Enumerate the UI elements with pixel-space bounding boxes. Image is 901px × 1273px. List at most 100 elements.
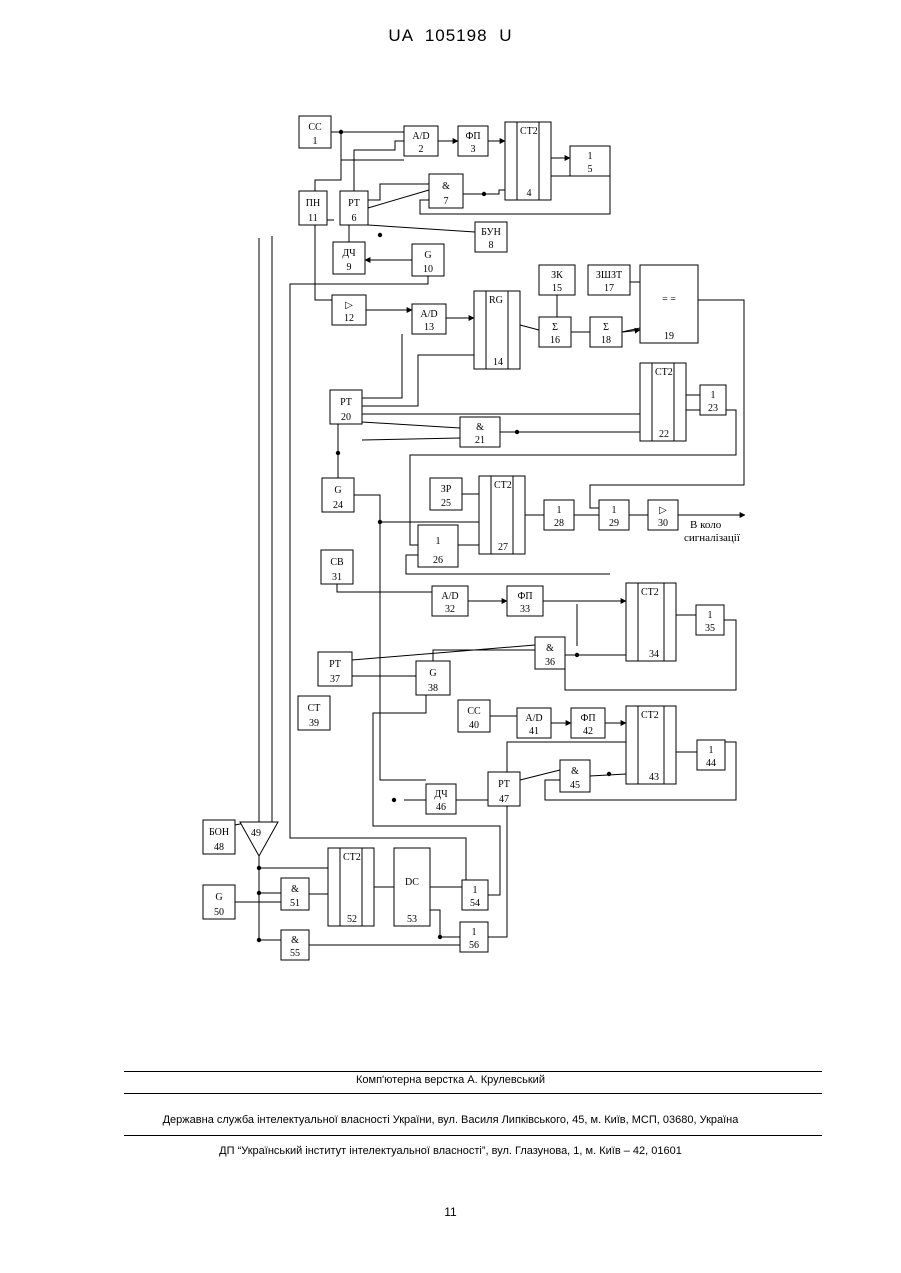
block-label-number: 24 — [333, 500, 343, 511]
block-label-number: 55 — [290, 948, 300, 959]
output-label-line1: В коло — [690, 519, 722, 531]
block-label-number: 5 — [588, 164, 593, 175]
footer-divider-middle — [124, 1093, 822, 1094]
block-label-type: G — [424, 250, 431, 261]
block-label-number: 6 — [352, 213, 357, 224]
block-56: 156 — [460, 922, 488, 952]
block-label-number: 44 — [706, 758, 716, 769]
block-41: A/D41 — [517, 708, 551, 738]
block-label-type: РТ — [348, 198, 360, 209]
block-55: &55 — [281, 930, 309, 960]
block-label-type: ▷ — [345, 300, 353, 311]
block-label-type: БОН — [209, 827, 229, 838]
block-label-type: РТ — [329, 659, 341, 670]
block-45: & 45 — [560, 760, 590, 792]
block-7: &7 — [429, 174, 463, 208]
block-50: G50 — [203, 885, 235, 919]
block-label-type: СТ2 — [641, 710, 659, 721]
block-19: = = 19 — [640, 265, 698, 343]
layout-credit: Комп'ютерна верстка А. Крулевський — [0, 1074, 901, 1086]
block-label-type: СТ2 — [494, 480, 512, 491]
block-25: ЗР25 — [430, 478, 462, 510]
block-label-number: 13 — [424, 322, 434, 333]
block-label-number: 31 — [332, 572, 342, 583]
block-label-number: 48 — [214, 842, 224, 853]
block-label-number: 40 — [469, 720, 479, 731]
block-label-number: 45 — [570, 780, 580, 791]
block-label-number: 47 — [499, 794, 509, 805]
block-label-type: ФП — [517, 591, 532, 602]
block-label-number: 33 — [520, 604, 530, 615]
block-39: СТ39 — [298, 696, 330, 730]
block-label-type: ФП — [465, 131, 480, 142]
block-label-type: 1 — [472, 927, 477, 938]
block-44: 144 — [697, 740, 725, 770]
block-label-number: 20 — [341, 412, 351, 423]
block-33: ФП 33 — [507, 586, 543, 616]
block-label-type: ДЧ — [342, 248, 356, 259]
block-34: СТ2 34 — [626, 583, 676, 661]
block-54: 154 — [462, 880, 488, 910]
block-14: RG14 — [474, 291, 520, 369]
block-label-number: 18 — [601, 335, 611, 346]
block-label-number: 50 — [214, 907, 224, 918]
block-label-type: ДЧ — [434, 789, 448, 800]
block-label-type: РТ — [498, 779, 510, 790]
block-label-number: 11 — [308, 213, 318, 224]
block-label-type: ЗШЗТ — [596, 270, 622, 281]
block-label-number: 22 — [659, 429, 669, 440]
block-4: СТ24 — [505, 122, 551, 200]
block-label-type: 1 — [709, 745, 714, 756]
block-label-number: 34 — [649, 649, 659, 660]
block-27: СТ2 27 — [479, 476, 525, 554]
block-label-type: & — [571, 766, 579, 777]
block-label-type: ФП — [580, 713, 595, 724]
block-label-type: Σ — [603, 322, 609, 333]
block-label-number: 28 — [554, 518, 564, 529]
block-52: СТ2 52 — [328, 848, 374, 926]
block-label-number: 38 — [428, 683, 438, 694]
output-label-line2: сигналізації — [684, 532, 741, 544]
block-label-number: 54 — [470, 898, 480, 909]
block-label-number: 52 — [347, 914, 357, 925]
block-35: 135 — [696, 605, 724, 635]
block-label-number: 27 — [498, 542, 508, 553]
block-16: Σ16 — [539, 317, 571, 347]
block-24: G24 — [322, 478, 354, 512]
block-22: СТ2 22 — [640, 363, 686, 441]
block-38: G 38 — [416, 661, 450, 695]
block-label-number: 32 — [445, 604, 455, 615]
block-label-number: 14 — [493, 357, 503, 368]
page-number: 11 — [0, 1205, 901, 1219]
block-label-number: 23 — [708, 403, 718, 414]
block-label-number: 46 — [436, 802, 446, 813]
block-label-type: СТ2 — [655, 367, 673, 378]
block-label-type: & — [546, 643, 554, 654]
block-label-type: СТ2 — [641, 587, 659, 598]
block-label-type: = = — [662, 294, 676, 305]
block-label-type: 1 — [473, 885, 478, 896]
block-label-number: 49 — [251, 828, 261, 839]
block-label-number: 4 — [527, 188, 532, 199]
block-13: A/D13 — [412, 304, 446, 334]
block-label-number: 19 — [664, 331, 674, 342]
block-label-type: G — [429, 668, 436, 679]
block-label-type: БУН — [481, 227, 501, 238]
block-3: ФП3 — [458, 126, 488, 156]
block-53: DC53 — [394, 848, 430, 926]
block-2: A/D2 — [404, 126, 438, 156]
block-label-number: 2 — [419, 144, 424, 155]
block-label-number: 43 — [649, 772, 659, 783]
block-8: БУН8 — [475, 222, 507, 252]
block-label-type: 1 — [711, 390, 716, 401]
block-label-type: СТ2 — [343, 852, 361, 863]
block-15: ЗК15 — [539, 265, 575, 295]
block-label-number: 26 — [433, 555, 443, 566]
block-label-number: 16 — [550, 335, 560, 346]
block-47: РТ 47 — [488, 772, 520, 806]
block-label-type: ЗР — [441, 484, 452, 495]
block-37: РТ37 — [318, 652, 352, 686]
block-12: ▷12 — [332, 295, 366, 325]
block-51: &51 — [281, 878, 309, 910]
block-17: ЗШЗТ17 — [588, 265, 630, 295]
